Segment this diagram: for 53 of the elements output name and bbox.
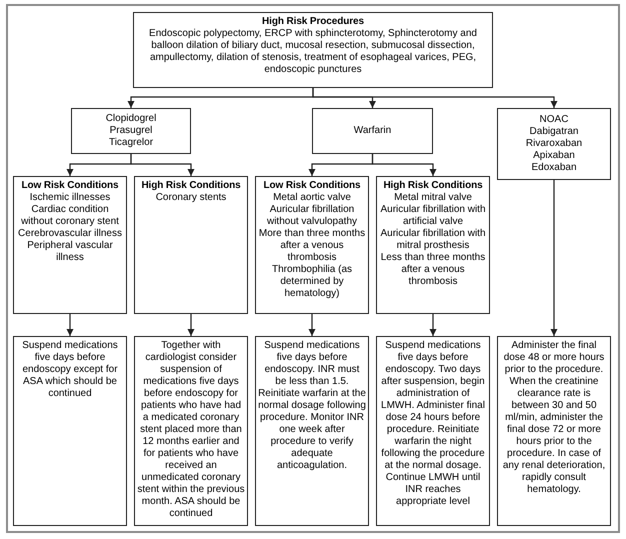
drug-box xyxy=(312,108,433,154)
list-item: Thrombophilia (as determined by hematology) xyxy=(270,264,354,300)
list-item: More than three months after a venous thrombosis xyxy=(258,228,366,264)
list-item: Auricular fibrillation without valvulopathy xyxy=(266,204,358,228)
arrow xyxy=(66,314,74,336)
action-box xyxy=(13,336,127,526)
list-item: Prasugrel xyxy=(110,125,152,137)
body-text: Warfarin xyxy=(354,125,392,137)
condition-box xyxy=(376,176,490,314)
procedure-box xyxy=(133,12,493,88)
box-heading: High Risk Procedures xyxy=(262,16,364,28)
condition-box xyxy=(134,176,248,314)
list-item: Edoxaban xyxy=(531,162,577,174)
list-item: Ticagrelor xyxy=(108,137,154,149)
action-box xyxy=(376,336,490,526)
body-text: Together with cardiologist consider suspension of medications five days before endoscopy for patients who have had a medicated coronary stent placed more than 12 months earlier and for patients who have received an unmedicated coronary stent within the previous month. ASA should be continued xyxy=(137,340,245,520)
arrow xyxy=(372,154,436,176)
list-item: Dabigatran xyxy=(530,126,578,138)
condition-box xyxy=(13,176,127,314)
list-item: Metal mitral valve xyxy=(394,192,472,204)
arrow xyxy=(430,314,436,336)
condition-box xyxy=(255,176,369,314)
body-text: Suspend medications five days before endoscopy. INR must be less than 1.5. Reinitiate warfarin at the normal dosage following procedure. Monitor INR one week after procedure to verify adequate anticoagulation. xyxy=(258,340,366,472)
box-heading: Low Risk Conditions xyxy=(22,180,118,192)
list-item: Metal aortic valve xyxy=(273,192,351,204)
list-item: Ischemic illnesses xyxy=(30,192,110,204)
list-item: Rivaroxaban xyxy=(526,138,582,150)
body-text: Coronary stents xyxy=(156,192,226,204)
action-box xyxy=(255,336,369,526)
list-item: Clopidogrel xyxy=(106,113,156,125)
arrow xyxy=(312,88,558,108)
arrow xyxy=(130,154,194,176)
list-item: NOAC xyxy=(540,114,568,126)
box-heading: High Risk Conditions xyxy=(383,180,483,192)
body-text: Endoscopic polypectomy, ERCP with sphincterotomy, Sphincterotomy and balloon dilation of biliary duct, mucosal resection, submucosal dissection, ampullectomy, dilation of stenosis, treatment of esophageal varices, PEG, endoscopic punctures xyxy=(148,28,478,76)
body-text: Suspend medications five days before endoscopy except for ASA which should be continued xyxy=(21,340,119,400)
body-text: Suspend medications five days before endoscopy. Two days after suspension, begin administration of LMWH. Administer final dose 24 hours before procedure. Reinitiate warfarin the night following the procedure at the normal dosage. Continue LMWH until INR reaches appropriate level xyxy=(380,340,486,508)
box-heading: Low Risk Conditions xyxy=(264,180,360,192)
action-box xyxy=(497,336,611,526)
arrow xyxy=(550,180,558,336)
arrow xyxy=(308,314,316,336)
arrow xyxy=(188,314,194,336)
box-heading: High Risk Conditions xyxy=(141,180,241,192)
drug-box xyxy=(71,108,191,154)
list-item: Cardiac condition without coronary stent xyxy=(20,204,120,228)
drug-box xyxy=(497,108,611,180)
list-item: Peripheral vascular illness xyxy=(26,240,114,264)
body-text: Administer the final dose 48 or more hours prior to the procedure. When the creatinine clearance rate is between 30 and 50 ml/min, administer the final dose 72 or more hours prior to the procedure. In case of any renal deterioration, rapidly consult hematology. xyxy=(502,340,606,496)
list-item: Auricular fibrillation with artificial valve xyxy=(379,204,487,228)
list-item: Apixaban xyxy=(533,150,575,162)
list-item: Auricular fibrillation with mitral prosthesis xyxy=(379,228,487,252)
list-item: Cerebrovascular illness xyxy=(18,228,122,240)
list-item: Less than three months after a venous thrombosis xyxy=(380,252,486,288)
